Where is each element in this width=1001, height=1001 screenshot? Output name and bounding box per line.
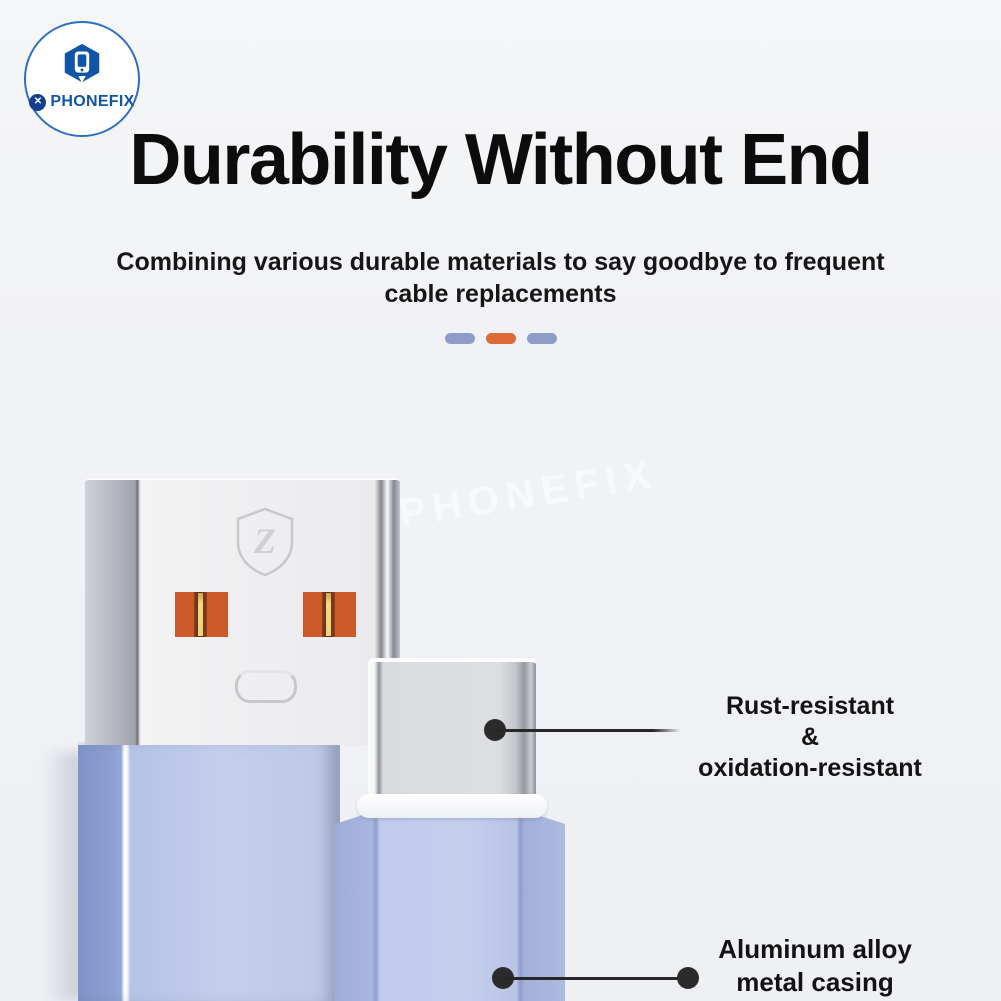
aluminum-casing-body (335, 812, 565, 1001)
usb-a-cable-body (78, 742, 340, 1001)
divider-pills (0, 333, 1001, 344)
subtitle-line-2: cable replacements (384, 280, 617, 308)
watermark: PHONEFIX (396, 451, 661, 537)
x-badge-icon: ✕ (29, 93, 47, 111)
pointer-dot (677, 967, 699, 989)
casing-label-line-1: Aluminum alloy (718, 934, 912, 964)
callout-rust-label: Rust-resistant & oxidation-resistant (655, 691, 965, 784)
brand-name: PHONEFIX (50, 93, 135, 110)
divider-pill (444, 333, 475, 344)
usb-a-connector: Z (85, 478, 400, 745)
shield-emblem-letter: Z (253, 521, 276, 561)
connector-slot (235, 670, 297, 703)
connector-collar (357, 794, 547, 818)
rust-label-line-1: Rust-resistant (725, 692, 895, 720)
contact-pin-left (175, 592, 228, 637)
pointer-line (495, 729, 681, 732)
brand-lockup: ✕ PHONEFIX (26, 93, 138, 111)
pointer-line (503, 977, 688, 980)
subtitle: Combining various durable materials to s… (0, 246, 1001, 310)
callout-casing-label: Aluminum alloy metal casing (660, 933, 970, 999)
wrench-phone-icon (64, 43, 100, 83)
rust-label-line-3: oxidation-resistant (698, 754, 922, 782)
rust-label-line-2: & (800, 723, 820, 751)
headline: Durability Without End (129, 120, 873, 200)
divider-pill (526, 333, 557, 344)
casing-label-line-2: metal casing (736, 967, 894, 997)
pin-gold-contact (198, 593, 203, 636)
brand-logo: ✕ PHONEFIX (24, 21, 140, 137)
soft-shadow (44, 752, 82, 1001)
subtitle-line-1: Combining various durable materials to s… (116, 248, 885, 276)
divider-pill (485, 333, 516, 344)
contact-pin-right (303, 592, 356, 637)
shield-icon: Z (236, 507, 294, 577)
pin-gold-contact (326, 593, 331, 636)
